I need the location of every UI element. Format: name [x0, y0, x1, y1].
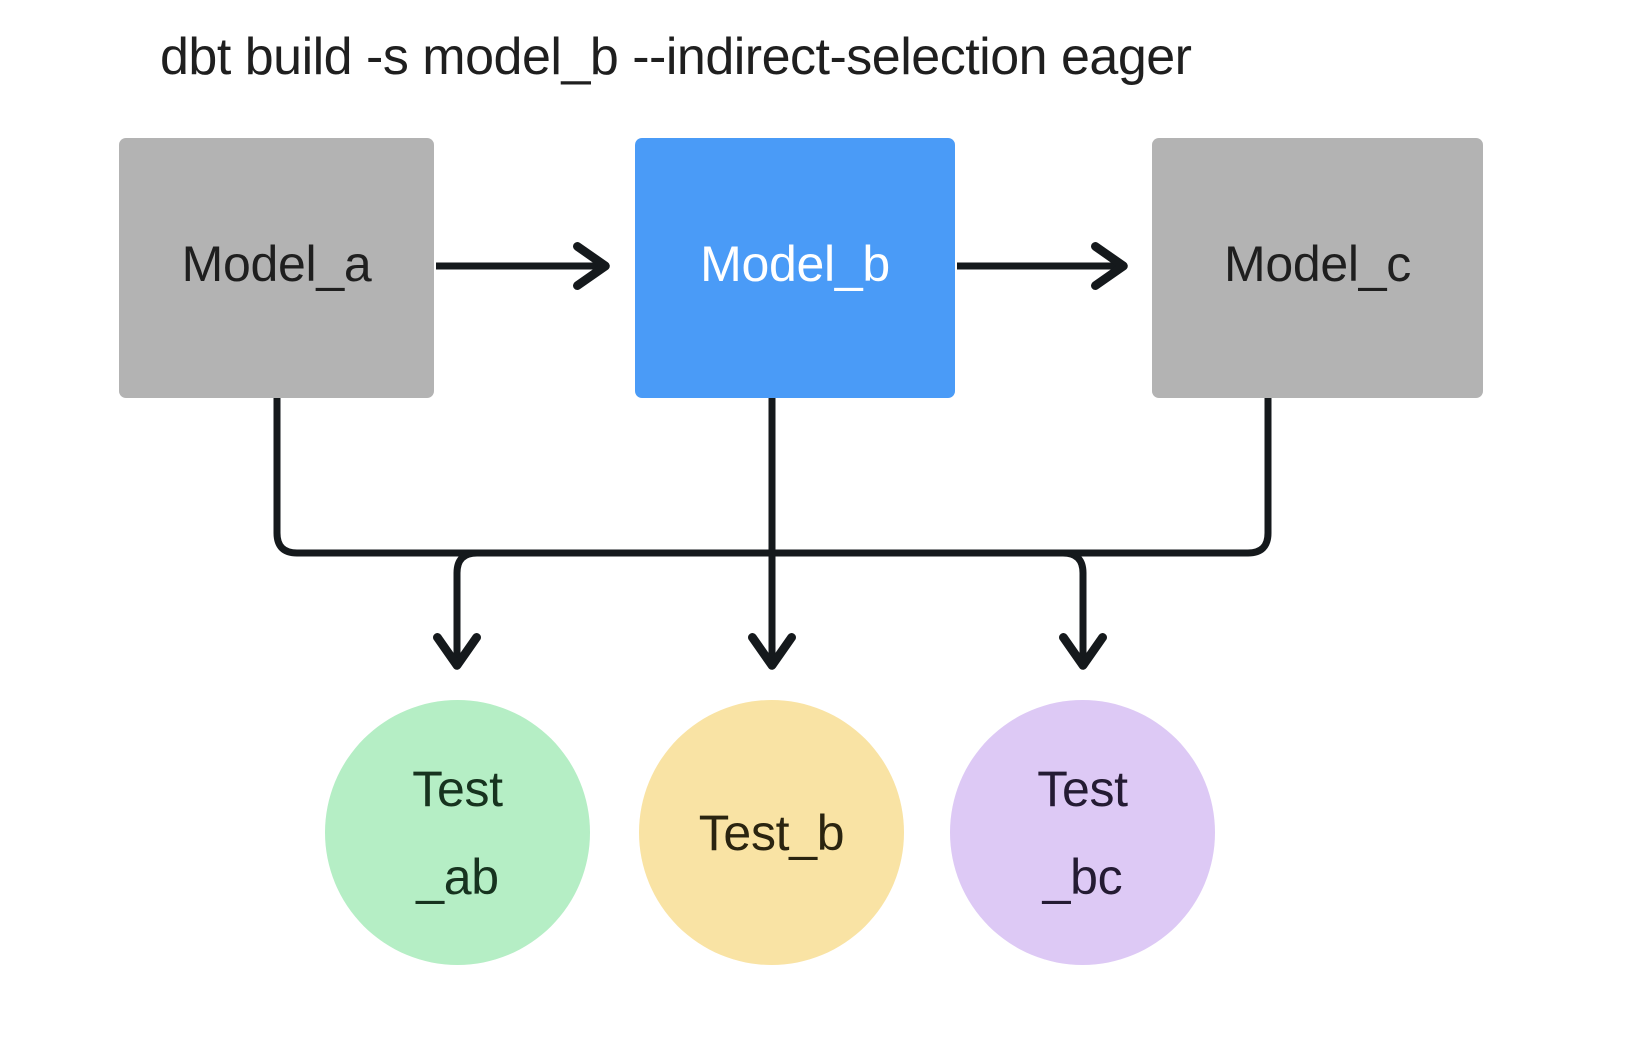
node-test-bc-label: Test _bc [1037, 760, 1128, 905]
node-model-a[interactable]: Model_a [119, 138, 434, 398]
edge-model-a-to-test-bus [273, 394, 776, 557]
node-model-a-label: Model_a [181, 236, 372, 292]
node-test-ab-label: Test _ab [412, 760, 503, 905]
edge-model-c-to-test-bus [768, 394, 1272, 557]
edge-bus-to-test-ab [457, 549, 477, 664]
node-model-b[interactable]: Model_b [635, 138, 955, 398]
page-title: dbt build -s model_b --indirect-selectio… [160, 28, 1192, 86]
node-test-b[interactable]: Test_b [639, 700, 904, 965]
node-model-b-label: Model_b [700, 236, 890, 292]
node-model-c-label: Model_c [1224, 236, 1411, 292]
node-test-bc[interactable]: Test _bc [950, 700, 1215, 965]
node-test-b-label: Test_b [698, 804, 845, 861]
node-model-c[interactable]: Model_c [1152, 138, 1483, 398]
edge-bus-to-test-bc [1063, 549, 1083, 664]
node-test-ab[interactable]: Test _ab [325, 700, 590, 965]
